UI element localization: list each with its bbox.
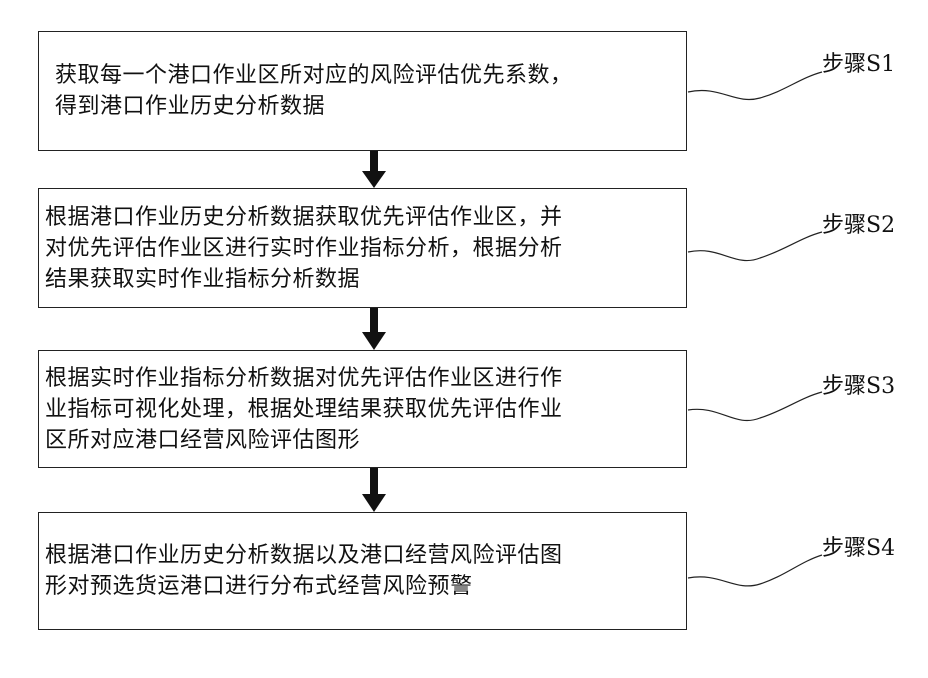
step-box-s2: 根据港口作业历史分析数据获取优先评估作业区，并 对优先评估作业区进行实时作业指标… <box>38 188 687 308</box>
step-text-s2: 根据港口作业历史分析数据获取优先评估作业区，并 对优先评估作业区进行实时作业指标… <box>45 202 563 295</box>
step-label-s1: 步骤S1 <box>822 52 895 78</box>
step-text-s3: 根据实时作业指标分析数据对优先评估作业区进行作 业指标可视化处理，根据处理结果获… <box>45 363 563 456</box>
arrow-s3-s4 <box>362 468 386 512</box>
arrow-s1-s2 <box>362 151 386 188</box>
step-label-s3: 步骤S3 <box>822 374 895 400</box>
step-text-s4: 根据港口作业历史分析数据以及港口经营风险评估图 形对预选货运港口进行分布式经营风… <box>45 540 563 602</box>
leader-line-s3 <box>688 392 822 421</box>
leader-line-s4 <box>688 555 822 586</box>
step-label-s4: 步骤S4 <box>822 536 895 562</box>
step-box-s3: 根据实时作业指标分析数据对优先评估作业区进行作 业指标可视化处理，根据处理结果获… <box>38 350 687 468</box>
step-box-s4: 根据港口作业历史分析数据以及港口经营风险评估图 形对预选货运港口进行分布式经营风… <box>38 512 687 630</box>
leader-line-s1 <box>688 72 822 100</box>
step-text-s1: 获取每一个港口作业区所对应的风险评估优先系数， 得到港口作业历史分析数据 <box>45 60 573 122</box>
leader-line-s2 <box>688 232 822 261</box>
step-box-s1: 获取每一个港口作业区所对应的风险评估优先系数， 得到港口作业历史分析数据 <box>38 31 687 151</box>
step-label-s2: 步骤S2 <box>822 213 895 239</box>
arrow-s2-s3 <box>362 308 386 350</box>
